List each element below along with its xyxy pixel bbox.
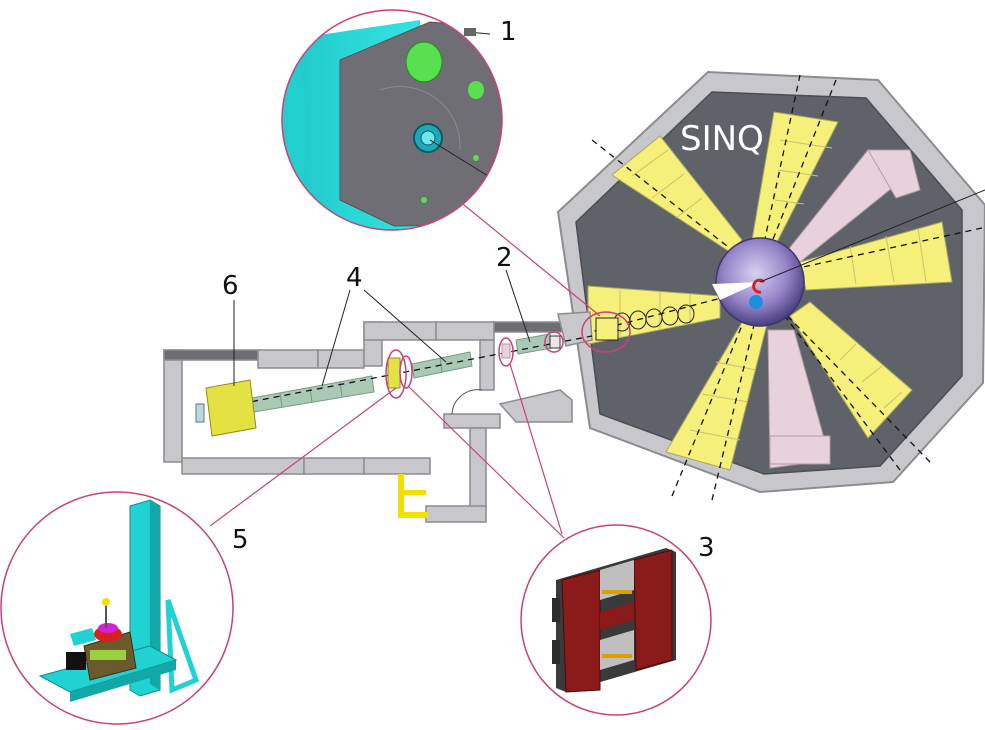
- neutron-guide: [251, 333, 553, 413]
- entry-module: [595, 317, 619, 341]
- label-leaders: [233, 31, 531, 387]
- detector-box: [205, 379, 257, 437]
- sinq-reactor-hall: SINQ: [551, 70, 985, 501]
- yellow-rail: [398, 474, 404, 518]
- inset-3-ring: [520, 524, 712, 716]
- callout-connectors: [209, 199, 601, 539]
- bunker-walls: [163, 311, 593, 523]
- inset-5-ring: [0, 491, 234, 725]
- beamlines: [587, 111, 953, 471]
- callout-ring-2: [544, 331, 564, 353]
- shielding-block: [769, 435, 831, 465]
- slit-device: [501, 343, 511, 359]
- scale-marker: [464, 28, 476, 36]
- detector-window: [195, 403, 205, 423]
- shielding-block: [867, 149, 921, 199]
- callout-4: 4: [346, 263, 363, 293]
- guide-elements: [613, 304, 695, 332]
- callout-6: 6: [222, 271, 239, 301]
- sample-stage: [387, 357, 401, 389]
- inset-1-drum: [281, 9, 503, 231]
- callout-ring-1: [581, 311, 631, 353]
- callout-1: 1: [500, 17, 517, 47]
- door-arc: [451, 389, 483, 415]
- yellow-rail: [398, 512, 428, 518]
- inset-5-positioner: [0, 491, 234, 725]
- inset-3-slit: [520, 524, 712, 716]
- monitor: [549, 335, 561, 349]
- callout-5: 5: [232, 525, 249, 555]
- callout-ring-3a: [399, 355, 413, 389]
- yellow-rail: [404, 490, 426, 495]
- moderator-dot: [749, 295, 763, 309]
- beam-segments: [619, 139, 927, 441]
- callout-ring-5: [385, 349, 407, 399]
- inset-1-ring: [281, 9, 503, 231]
- facility-label: SINQ: [680, 119, 764, 159]
- core-cutout: [712, 282, 760, 300]
- callout-2: 2: [496, 243, 513, 273]
- callout-ring-3b: [498, 337, 514, 367]
- ray-line: [759, 189, 985, 283]
- source-arc: [752, 278, 766, 294]
- callout-3: 3: [698, 533, 715, 563]
